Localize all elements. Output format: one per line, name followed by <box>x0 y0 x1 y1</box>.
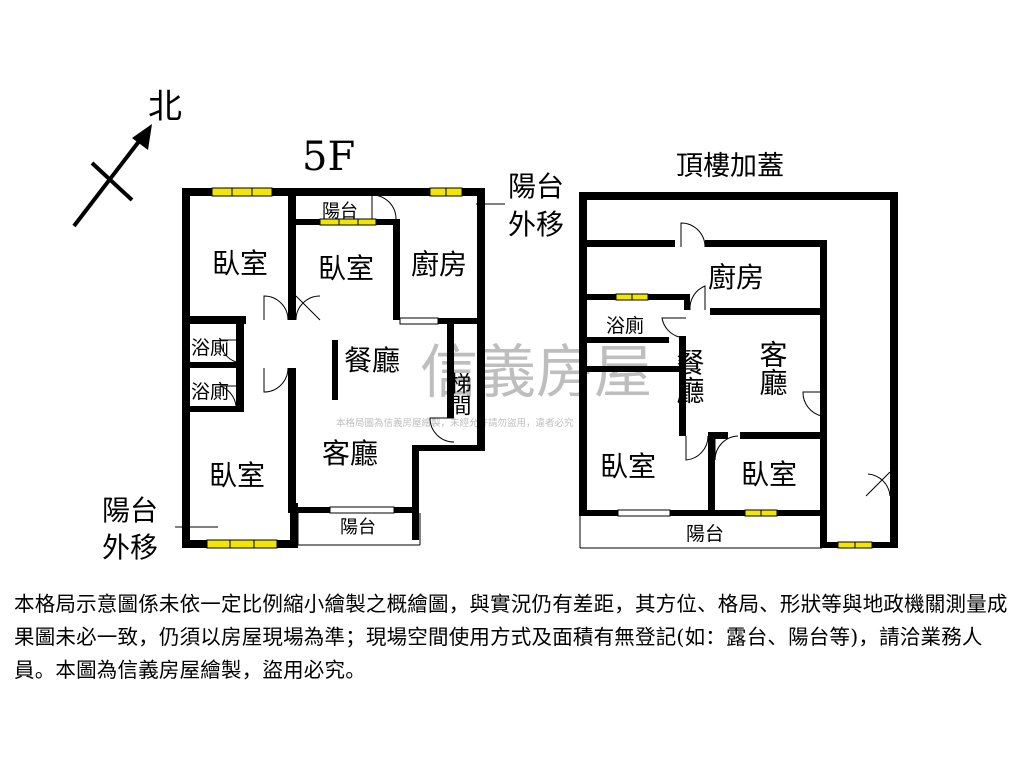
room-label-bedroom: 臥室 <box>209 459 265 492</box>
sliding-door <box>617 509 671 517</box>
door-swing <box>263 295 289 321</box>
wall <box>579 510 826 516</box>
wall <box>705 240 827 247</box>
door-swing <box>263 367 289 393</box>
room-label-living: 客廳 <box>756 340 789 396</box>
room-label-bath: 浴廁 <box>191 336 229 359</box>
wall <box>710 308 827 315</box>
note-balcony-moved: 外移 <box>508 208 564 241</box>
compass-cross-line <box>90 161 134 202</box>
wall <box>447 318 454 418</box>
wall <box>579 192 898 200</box>
wall <box>236 316 244 406</box>
disclaimer-text: 本格局示意圖係未依一定比例縮小繪製之概繪圖，與實況仍有差距，其方位、格局、形狀等… <box>14 592 1008 682</box>
door-swing <box>295 295 321 321</box>
compass-arrow-shaft <box>72 138 142 228</box>
door-swing <box>219 339 244 363</box>
wall <box>820 240 827 548</box>
door-swing <box>689 285 706 311</box>
wall <box>708 432 728 439</box>
room-label-dining: 餐廳 <box>344 344 400 377</box>
room-label-bath: 浴廁 <box>606 314 644 337</box>
door-swing <box>219 385 244 407</box>
room-label-kitchen: 廚房 <box>411 248 467 281</box>
room-label-stair: 梯間 <box>446 372 472 416</box>
sliding-door <box>399 317 439 325</box>
wall <box>290 503 298 548</box>
wall <box>579 192 587 516</box>
wall <box>579 337 669 343</box>
wall <box>182 316 246 324</box>
window <box>206 539 278 549</box>
door-swing <box>802 391 827 417</box>
wall <box>288 368 296 513</box>
compass-north-label: 北 <box>148 87 182 127</box>
room-label-bedroom: 臥室 <box>600 450 656 483</box>
wall <box>477 318 485 450</box>
wall <box>288 188 296 320</box>
wall <box>740 432 827 439</box>
room-label-balcony: 陽台 <box>322 201 358 222</box>
roof-addition-plan: 頂樓加蓋 <box>579 151 898 549</box>
roof-title: 頂樓加蓋 <box>676 151 784 182</box>
window <box>211 187 273 197</box>
room-label-balcony: 陽台 <box>686 523 724 545</box>
wall <box>477 188 485 322</box>
wall <box>412 445 485 451</box>
floor-plan-diagram: 北 信義房屋 本格局圖為信義房屋繪製，未經允許請勿盜用，違者必究 5F <box>72 87 898 564</box>
room-label-dining: 餐廳 <box>673 348 706 404</box>
room-label-bath: 浴廁 <box>191 380 229 403</box>
wall <box>579 240 675 247</box>
wall <box>412 445 419 540</box>
wall <box>684 294 690 310</box>
wall <box>182 406 244 412</box>
north-compass: 北 <box>72 87 182 228</box>
room-label-kitchen: 廚房 <box>708 261 764 294</box>
door-swing <box>429 417 455 443</box>
window <box>319 218 377 226</box>
wall <box>890 192 898 548</box>
door-swing <box>865 471 891 497</box>
note-balcony-moved: 陽台 <box>508 170 564 203</box>
note-balcony-moved: 陽台 <box>102 494 158 527</box>
room-label-bedroom: 臥室 <box>212 247 268 280</box>
door-swing <box>714 435 739 461</box>
door-swing <box>371 194 397 220</box>
floor-5f-title: 5F <box>302 134 355 180</box>
wall <box>182 362 244 368</box>
note-balcony-moved: 外移 <box>102 531 158 564</box>
door-swing <box>661 317 686 338</box>
wall <box>679 336 686 436</box>
door-swing <box>685 435 709 461</box>
sliding-door <box>329 506 395 514</box>
room-label-bedroom: 臥室 <box>741 458 797 491</box>
floor-5f-plan: 5F <box>102 134 564 564</box>
compass-arrow-head <box>132 124 152 150</box>
room-label-bedroom: 臥室 <box>318 252 374 285</box>
room-label-balcony: 陽台 <box>340 517 376 538</box>
wall <box>708 436 715 516</box>
watermark-notice: 本格局圖為信義房屋繪製，未經允許請勿盜用，違者必究 <box>336 417 574 429</box>
wall <box>579 366 686 372</box>
wall <box>332 340 338 400</box>
room-label-living: 客廳 <box>322 437 378 470</box>
wall <box>182 188 485 196</box>
wall <box>393 219 400 320</box>
door-swing <box>680 222 706 248</box>
